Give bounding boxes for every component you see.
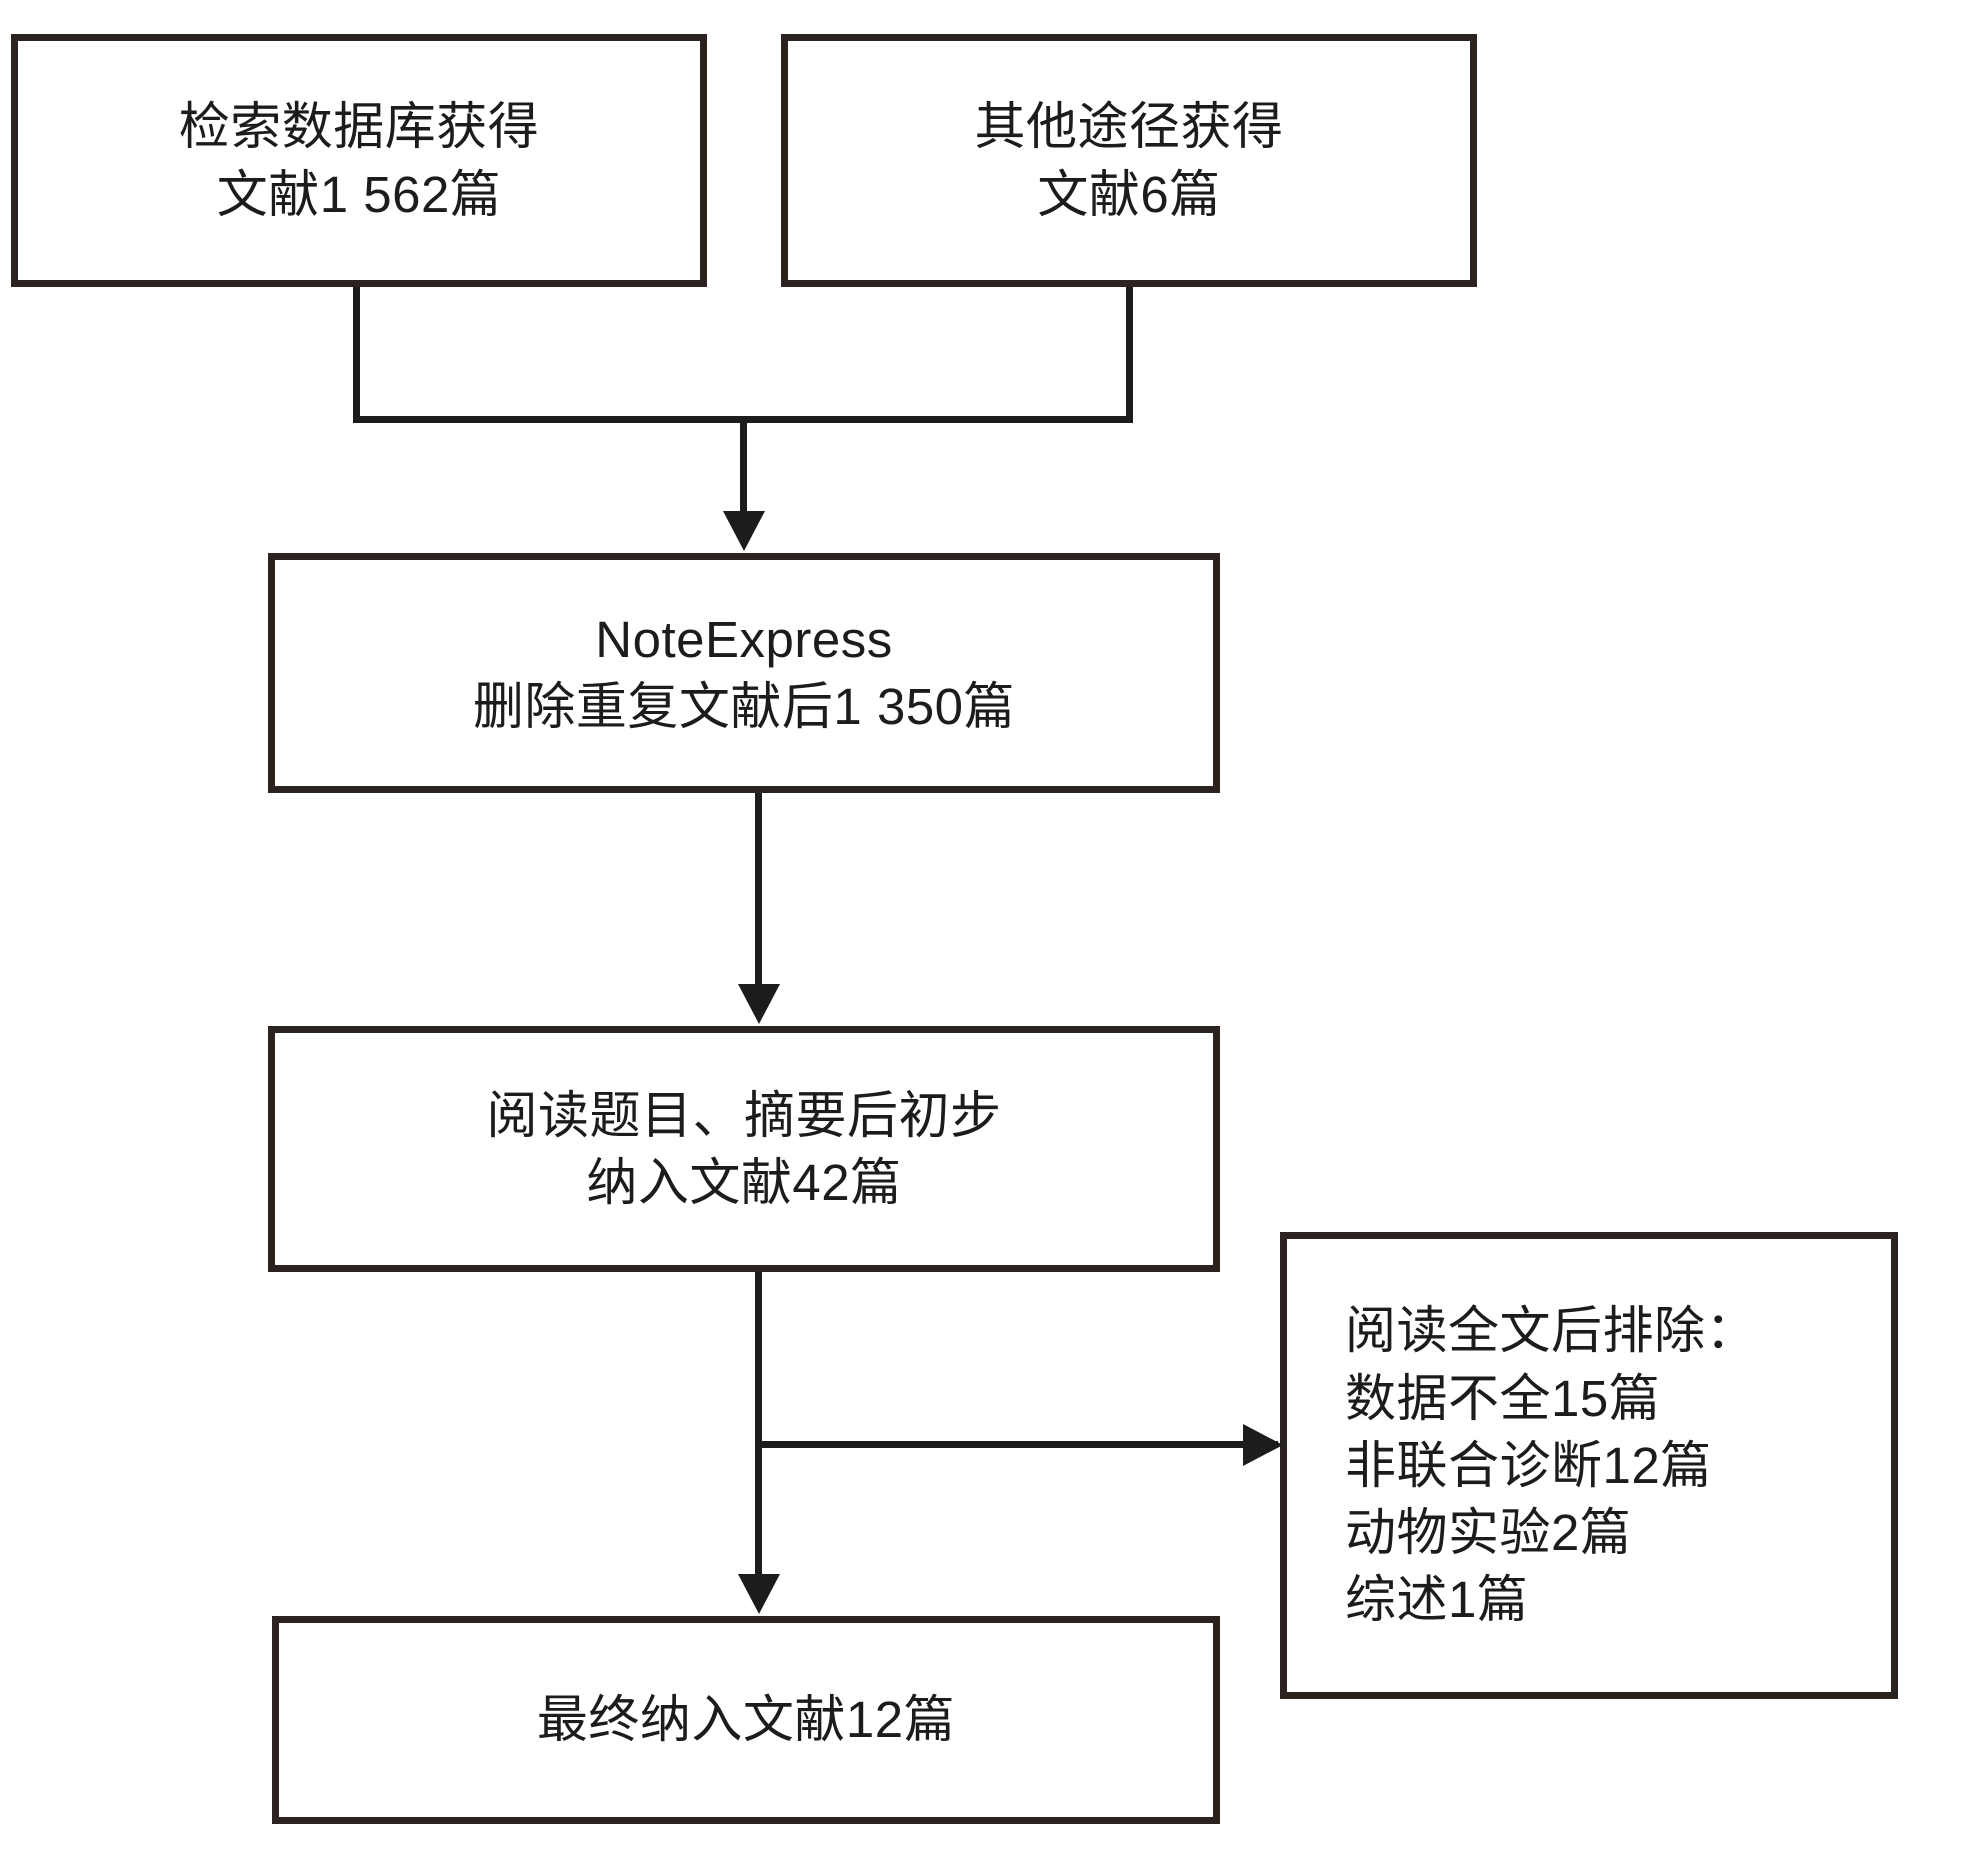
node-excluded-fulltext-reason-4: 综述1篇 (1345, 1571, 1529, 1629)
node-deduplicated-line-2: 删除重复文献后1 350篇 (472, 678, 1016, 735)
node-database-search: 检索数据库获得 文献1 562篇 (11, 34, 707, 287)
node-other-sources: 其他途径获得 文献6篇 (781, 34, 1477, 287)
connector-deduplicated-to-screening (755, 793, 762, 1007)
node-final-included: 最终纳入文献12篇 (272, 1616, 1220, 1824)
arrowhead-deduplicated-to-screening-icon (738, 984, 780, 1024)
node-deduplicated: NoteExpress 删除重复文献后1 350篇 (268, 553, 1220, 793)
arrowhead-screening-to-excluded-icon (1243, 1424, 1283, 1466)
node-excluded-fulltext-reason-1: 数据不全15篇 (1345, 1369, 1661, 1427)
node-title-abstract-screened-line-2: 纳入文献42篇 (586, 1154, 902, 1211)
connector-merge-to-deduplicated (740, 416, 747, 534)
node-excluded-fulltext-heading: 阅读全文后排除： (1345, 1302, 1758, 1360)
node-title-abstract-screened-line-1: 阅读题目、摘要后初步 (486, 1086, 1002, 1144)
arrowhead-merge-to-deduplicated-icon (723, 511, 765, 551)
node-database-search-line-2: 文献1 562篇 (216, 165, 502, 223)
arrowhead-screening-to-final-icon (738, 1574, 780, 1614)
node-other-sources-line-2: 文献6篇 (1037, 165, 1221, 223)
node-excluded-fulltext-reason-2: 非联合诊断12篇 (1345, 1436, 1712, 1494)
node-excluded-fulltext-reason-3: 动物实验2篇 (1345, 1504, 1632, 1562)
connector-screening-to-final (755, 1272, 762, 1597)
node-deduplicated-line-1: NoteExpress (595, 610, 893, 668)
node-final-included-line-1: 最终纳入文献12篇 (536, 1691, 956, 1749)
node-excluded-fulltext: 阅读全文后排除： 数据不全15篇 非联合诊断12篇 动物实验2篇 综述1篇 (1280, 1232, 1898, 1699)
connector-other-sources-drop (1126, 287, 1133, 423)
connector-database-search-drop (353, 287, 360, 423)
connector-screening-to-excluded (758, 1441, 1278, 1448)
node-database-search-line-1: 检索数据库获得 (178, 98, 540, 156)
node-other-sources-line-1: 其他途径获得 (974, 98, 1284, 156)
node-title-abstract-screened: 阅读题目、摘要后初步 纳入文献42篇 (268, 1026, 1220, 1272)
